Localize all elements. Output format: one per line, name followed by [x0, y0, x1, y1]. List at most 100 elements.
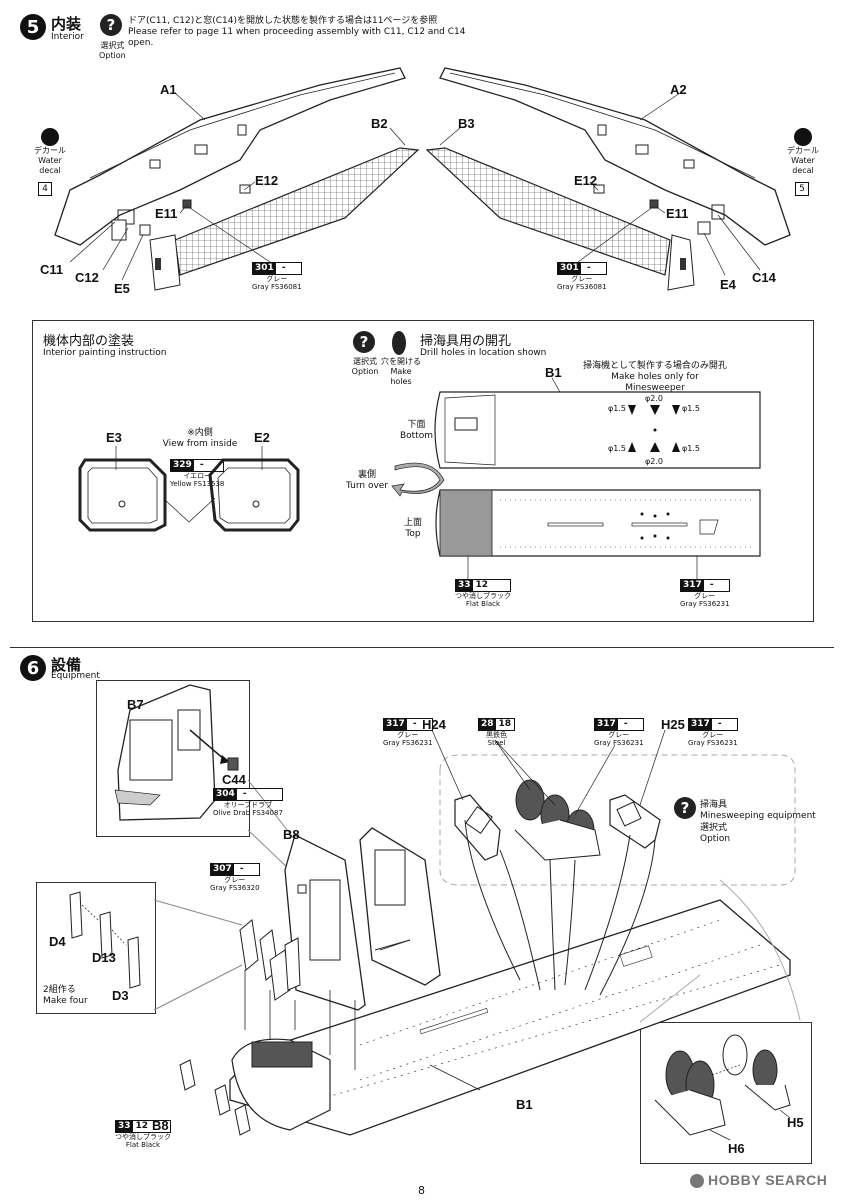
hole-dim: φ2.0: [645, 394, 663, 403]
step-5-subtitle: Interior: [51, 32, 84, 42]
paint-jp: グレー: [224, 876, 246, 884]
part-label: A2: [670, 82, 687, 97]
step-5-note: ドア(C11, C12)と窓(C14)を開放した状態を製作する場合は11ページを…: [128, 16, 488, 49]
paint-jp: つや消しブラック: [115, 1133, 171, 1141]
decal-icon: [794, 128, 812, 146]
option-jp: 選択式: [100, 41, 125, 50]
part-label: E12: [255, 173, 279, 188]
paint-number: 307: [211, 864, 234, 875]
paint-extra: -: [233, 864, 250, 875]
paint-number: 28: [479, 719, 496, 730]
paint-en: Gray FS36231: [680, 600, 730, 608]
part-label: H25: [661, 717, 685, 732]
minesweeper-note: 掃海機として製作する場合のみ開孔 Make holes only for Min…: [580, 361, 730, 394]
make-four-jp: 2組作る: [43, 985, 76, 995]
decal-right-en: Water decal: [791, 156, 815, 175]
decal-left-number: 4: [38, 182, 52, 196]
opt-jp: 選択式: [700, 823, 728, 833]
paint-code: 301-: [252, 262, 302, 275]
paint-extra: -: [703, 580, 720, 591]
option-icon: ?: [674, 797, 696, 819]
part-label: E2: [254, 430, 270, 445]
paint-jp: 黒鉄色: [486, 731, 508, 739]
note-jp: ドア(C11, C12)と窓(C14)を開放した状態を製作する場合は11ページを…: [128, 16, 438, 26]
paint-extra: -: [275, 263, 292, 274]
turn-en: Turn over: [346, 481, 389, 491]
paint-en: Yellow FS13538: [170, 480, 225, 488]
paint-number: 317: [681, 580, 704, 591]
paint-en: Gray FS36231: [688, 739, 738, 747]
paint-tag-left: 301- グレー Gray FS36081: [252, 262, 302, 291]
opt-en: Option: [351, 367, 379, 376]
drill-icon: [392, 331, 406, 355]
top-label: 上面 Top: [404, 518, 422, 540]
part-label: D13: [92, 950, 116, 965]
paint-extra: -: [193, 460, 210, 471]
part-label: B8: [283, 827, 300, 842]
part-label: C11: [40, 262, 64, 277]
part-label: H24: [422, 717, 446, 732]
mine-en: Minesweeping equipment: [700, 811, 816, 821]
paint-tag-307: 307- グレー Gray FS36320: [210, 863, 260, 892]
watermark: HOBBY SEARCH: [690, 1172, 827, 1189]
paint-jp: グレー: [571, 275, 593, 283]
step-5-drawing: [54, 67, 791, 291]
paint-code: 301-: [557, 262, 607, 275]
paint-extra: -: [617, 719, 634, 730]
paint-extra: 12: [472, 580, 492, 591]
paint-code: 317-: [688, 718, 738, 731]
option-label: 選択式 Option: [99, 41, 126, 61]
part-label: B3: [458, 116, 475, 131]
decal-right-jp: デカール: [787, 146, 819, 155]
holes-en: Make holes: [390, 367, 412, 386]
mine-option-label: 選択式 Option: [700, 823, 730, 845]
step-6-subtitle: Equipment: [51, 671, 100, 681]
note-jp: 掃海機として製作する場合のみ開孔: [583, 361, 727, 371]
make-four-en: Make four: [43, 996, 88, 1006]
section-divider: [10, 647, 834, 648]
make-holes-label: 穴を開ける Make holes: [380, 357, 422, 387]
paint-tag-317a: 317- グレー Gray FS36231: [383, 718, 433, 747]
holes-jp: 穴を開ける: [381, 357, 421, 366]
make-four-note: 2組作る Make four: [43, 985, 88, 1007]
paint-extra: 12: [132, 1121, 152, 1132]
view-jp: ※内側: [187, 428, 213, 438]
part-label: E3: [106, 430, 122, 445]
d-parts-inset: [36, 882, 156, 1014]
step-5-number: 5: [20, 14, 46, 40]
part-label: H5: [787, 1115, 804, 1130]
drill-subtitle: Drill holes in location shown: [420, 348, 547, 358]
paint-tag-olive: 304- オリーブドラブ Olive Drab FS34087: [213, 788, 283, 817]
mine-jp: 掃海具: [700, 800, 728, 810]
paint-number: 301: [558, 263, 581, 274]
hole-dim: φ1.5: [608, 404, 626, 413]
part-label: H6: [728, 1141, 745, 1156]
part-label: D4: [49, 934, 66, 949]
interior-paint-tag: 329- イエロー Yellow FS13538: [170, 459, 225, 488]
paint-number: 329: [171, 460, 194, 471]
paint-en: Olive Drab FS34087: [213, 809, 283, 817]
part-label: B2: [371, 116, 388, 131]
part-label: B1: [516, 1097, 533, 1112]
paint-number: 304: [214, 789, 237, 800]
paint-code: 307-: [210, 863, 260, 876]
paint-en: Gray FS36231: [594, 739, 644, 747]
paint-tag-317c: 317- グレー Gray FS36231: [688, 718, 738, 747]
minesweeping-label: 掃海具 Minesweeping equipment: [700, 800, 816, 822]
part-label: E11: [155, 206, 178, 221]
part-label: A1: [160, 82, 177, 97]
paint-code: 317-: [680, 579, 730, 592]
paint-code: 304-: [213, 788, 283, 801]
opt-jp: 選択式: [353, 357, 377, 366]
decal-right-number: 5: [795, 182, 809, 196]
paint-extra: -: [236, 789, 253, 800]
bottom-en: Bottom: [400, 431, 434, 441]
hole-dim: φ1.5: [608, 444, 626, 453]
paint-extra: -: [580, 263, 597, 274]
